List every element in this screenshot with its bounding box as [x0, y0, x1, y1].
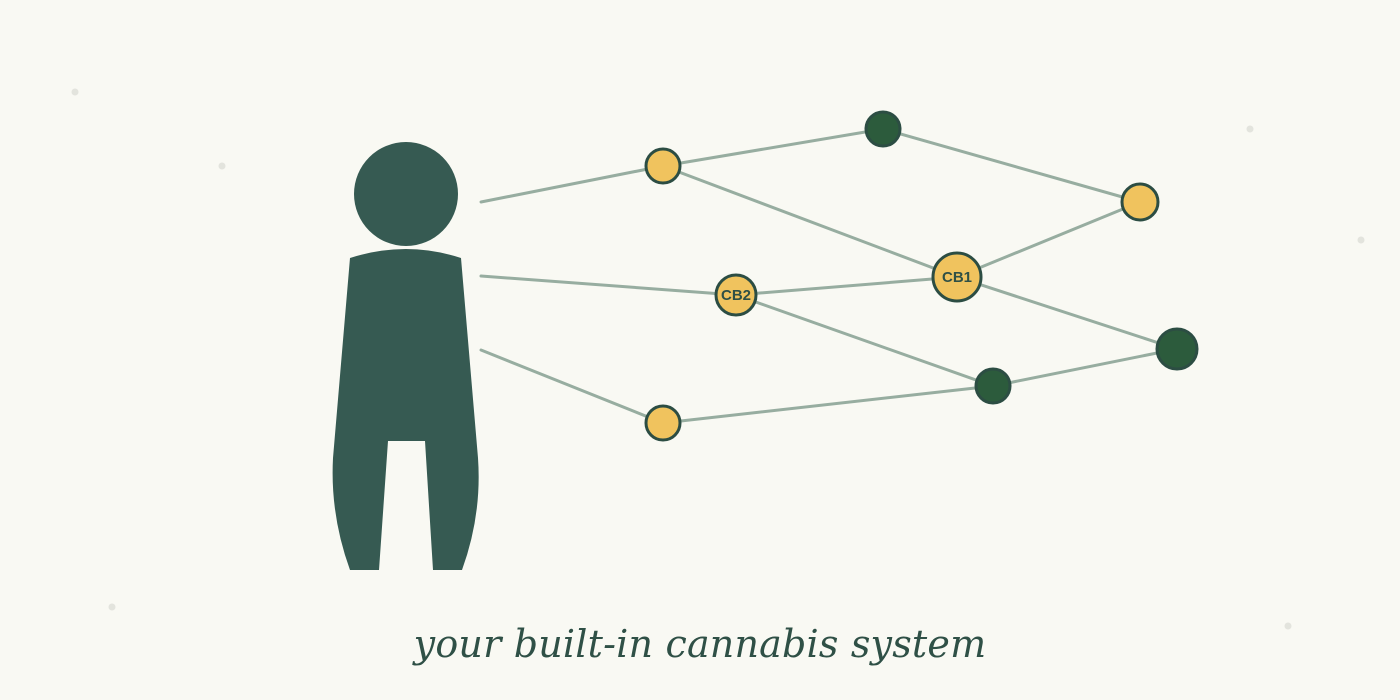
edge-cb2-cb1 — [734, 275, 959, 297]
node-y3 — [644, 404, 682, 442]
edge-figure-bottom-y3 — [479, 348, 665, 425]
edge-y1-g1 — [661, 127, 885, 168]
edge-figure-top-y1 — [479, 164, 665, 204]
background-dots — [71, 88, 1365, 630]
edge-figure-middle-cb2 — [479, 274, 738, 297]
edge-g2-g3 — [991, 347, 1179, 388]
node-g1 — [864, 110, 902, 148]
network-edges — [479, 127, 1179, 425]
node-g2 — [974, 367, 1012, 405]
node-cb1 — [931, 251, 983, 303]
node-g3 — [1155, 327, 1199, 371]
node-cb2 — [714, 273, 758, 317]
background-dot — [1357, 236, 1365, 244]
background-dot — [1246, 125, 1254, 133]
background-dot — [1284, 622, 1292, 630]
person-figure — [332, 142, 479, 570]
node-y1 — [644, 147, 682, 185]
person-head — [354, 142, 458, 246]
diagram-caption: your built-in cannabis system — [413, 622, 987, 666]
background-dot — [71, 88, 79, 96]
edge-cb2-g2 — [734, 293, 995, 388]
edge-y2-cb1 — [955, 200, 1142, 279]
node-y2 — [1120, 182, 1160, 222]
person-body — [332, 249, 479, 570]
edge-y1-cb1 — [661, 164, 959, 279]
background-dot — [108, 603, 116, 611]
node-label-cb2: CB2 — [721, 287, 751, 304]
node-label-cb1: CB1 — [942, 269, 972, 286]
edge-y3-g2 — [661, 384, 995, 425]
background-dot — [218, 162, 226, 170]
edge-g1-y2 — [881, 127, 1142, 204]
edge-cb1-g3 — [955, 275, 1179, 351]
